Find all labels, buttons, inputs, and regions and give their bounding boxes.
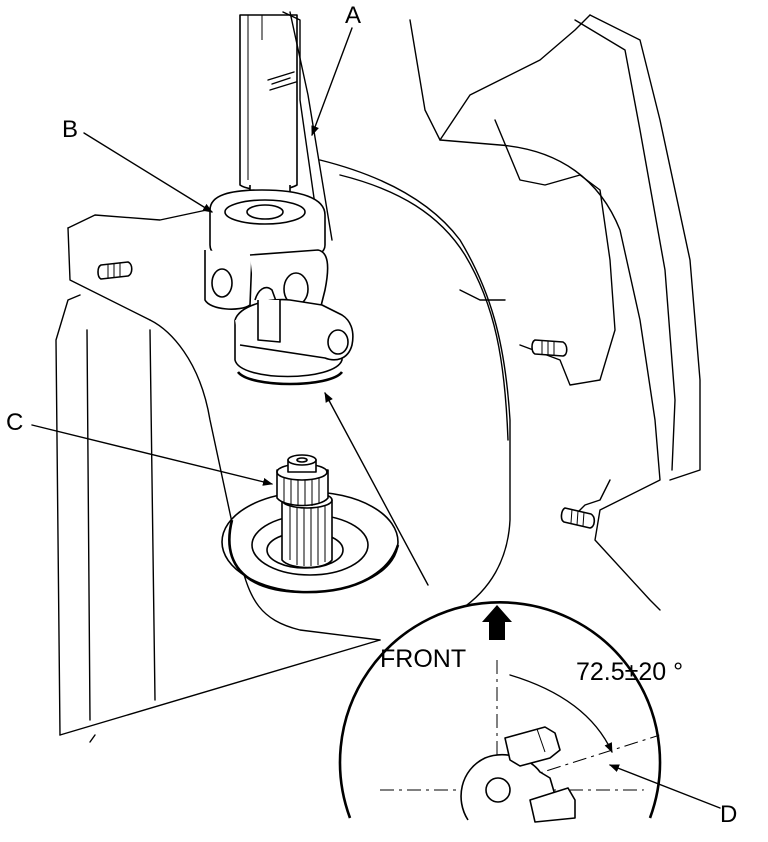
front-label: FRONT bbox=[380, 645, 466, 673]
floor-panel bbox=[55, 204, 381, 743]
dash-panel bbox=[319, 14, 701, 611]
callout-d: D bbox=[720, 801, 737, 828]
angle-arc bbox=[509, 674, 613, 753]
detail-pointer bbox=[324, 392, 429, 586]
clamp-bolt-upper bbox=[504, 726, 561, 767]
clamp-bolt-lower bbox=[529, 787, 576, 823]
detail-circle bbox=[338, 601, 662, 819]
stud-left bbox=[97, 261, 133, 280]
stud-lower bbox=[560, 507, 596, 529]
callout-c: C bbox=[6, 409, 23, 436]
callout-b: B bbox=[62, 116, 78, 143]
angle-label: 72.5±20 ° bbox=[576, 658, 683, 686]
universal-joint bbox=[204, 189, 354, 386]
shaft-hole bbox=[485, 777, 511, 803]
detail-view: FRONT 72.5±20 ° bbox=[338, 601, 721, 823]
leader-a bbox=[311, 27, 353, 136]
pinion-shaft bbox=[276, 454, 333, 569]
leader-c bbox=[31, 424, 273, 486]
front-arrow-icon bbox=[482, 605, 512, 640]
callout-a: A bbox=[345, 2, 361, 29]
leader-b bbox=[83, 132, 213, 213]
stud-center bbox=[531, 339, 568, 357]
leader-lines bbox=[31, 27, 429, 586]
leader-d bbox=[609, 764, 721, 809]
spring-clip-a bbox=[267, 11, 333, 241]
